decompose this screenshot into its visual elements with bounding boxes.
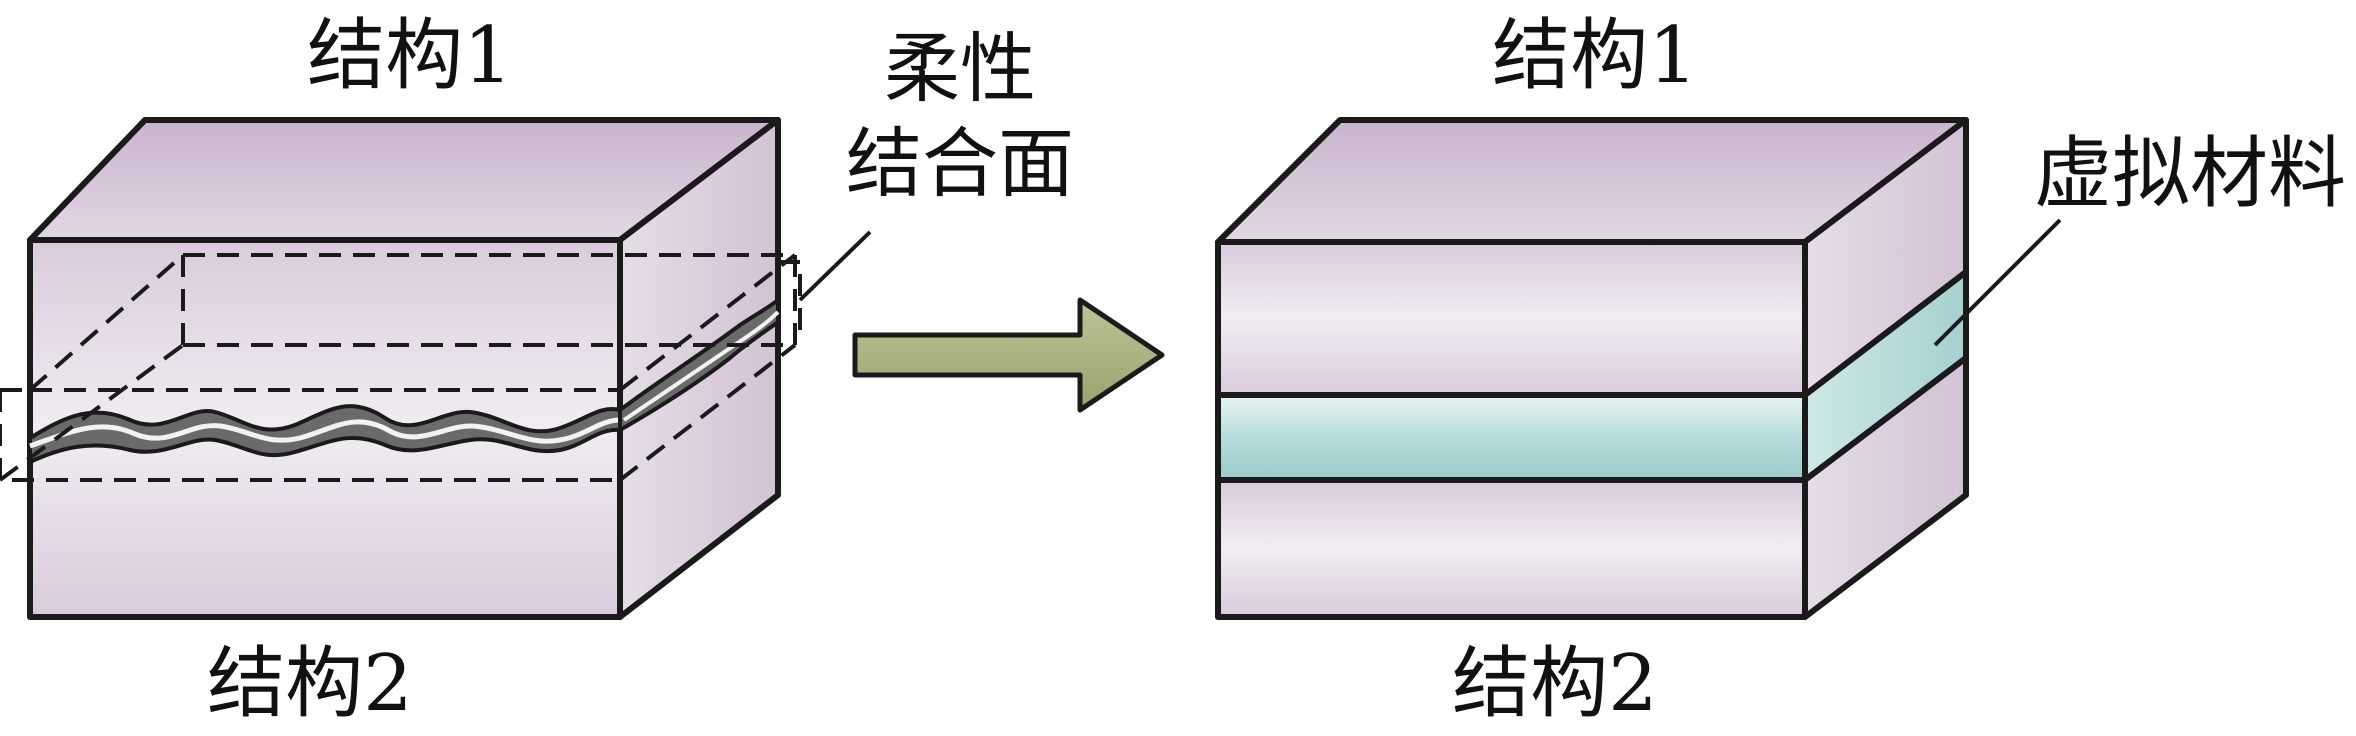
flexible-joint-label-line2: 结合面 — [846, 119, 1074, 208]
joint-side-highlight — [622, 310, 780, 422]
flexible-joint-leader-line — [798, 230, 872, 302]
joint-highlight-line — [29, 417, 621, 449]
transform-arrow-icon — [852, 297, 1165, 413]
right-upper-front-face — [1215, 239, 1808, 398]
right-bottom-structure-label: 结构2 — [1452, 639, 1658, 729]
virtual-material-label: 虚拟材料 — [2034, 129, 2346, 219]
joint-dashed-outline — [0, 253, 802, 482]
flexible-joint-label-line1: 柔性 — [884, 24, 1036, 113]
right-lower-front-face — [1215, 477, 1808, 620]
right-block-diagram: 结构1 结构2 虚拟材料 — [1215, 11, 2346, 729]
virtual-material-layer — [1215, 392, 1808, 483]
left-top-structure-label: 结构1 — [307, 11, 513, 101]
left-block-diagram: 结构1 结构2 柔性 结合面 — [0, 11, 1074, 729]
left-bottom-structure-label: 结构2 — [207, 639, 413, 729]
right-top-structure-label: 结构1 — [1492, 11, 1698, 101]
virtual-material-leader-line — [1933, 218, 2062, 347]
